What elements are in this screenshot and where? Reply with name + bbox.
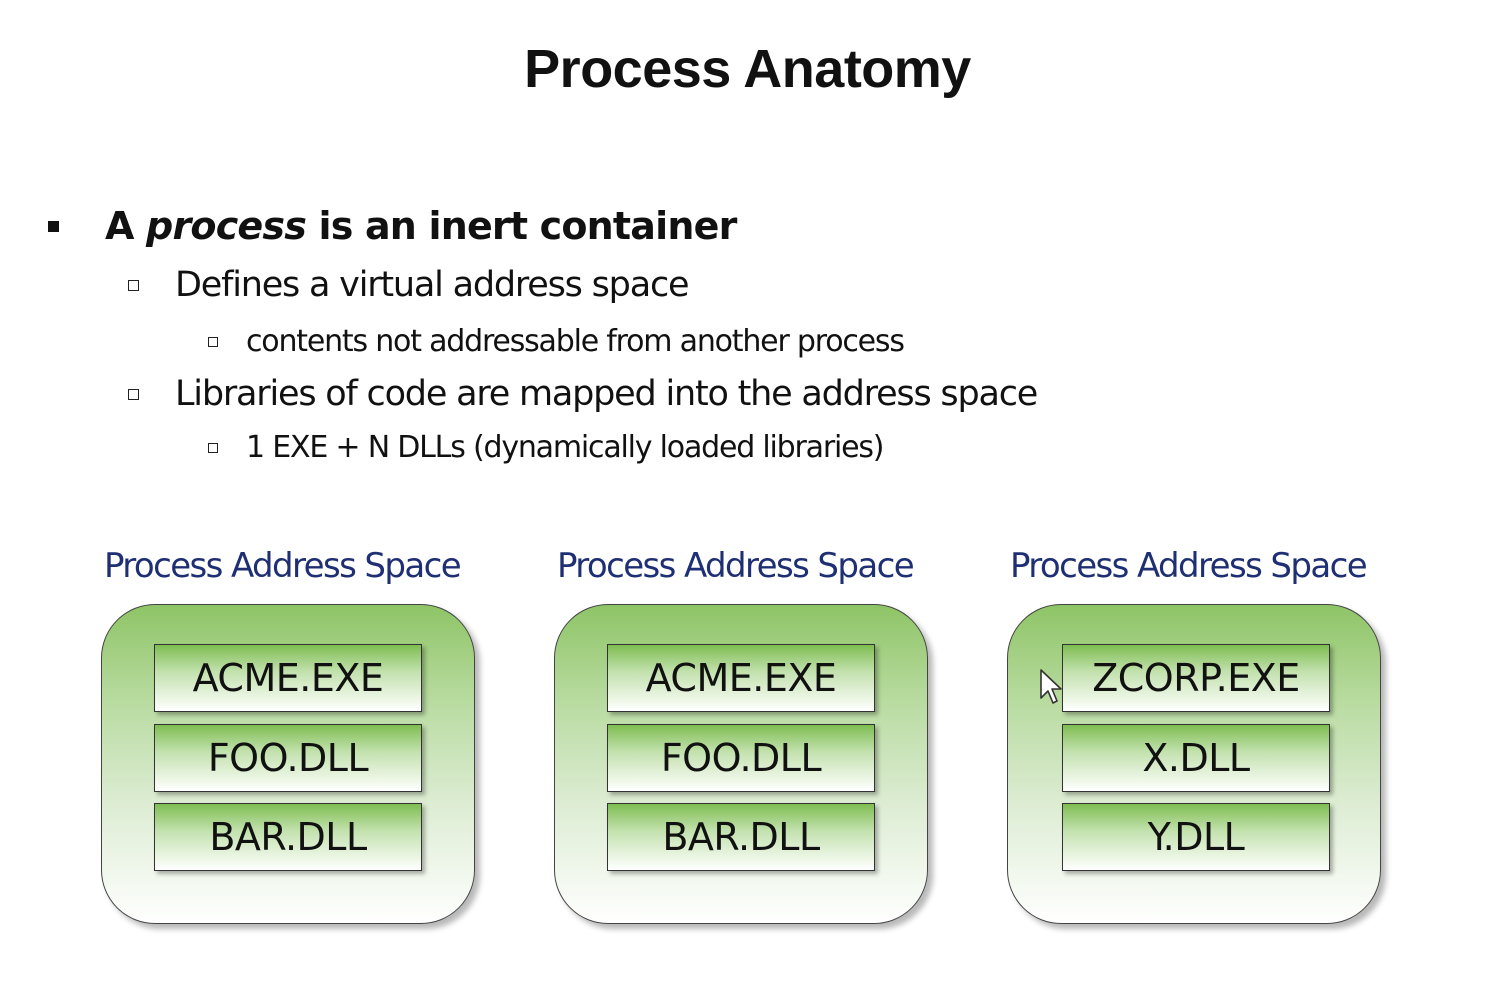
- bullet-main-italic: process: [146, 204, 307, 248]
- bullet-square-icon: [48, 220, 59, 232]
- bullet-main: A process is an inert container: [48, 204, 737, 248]
- bullet-open-square-icon: [208, 442, 218, 453]
- module-box: FOO.DLL: [607, 724, 875, 792]
- bullet-sub1-detail: contents not addressable from another pr…: [208, 324, 905, 359]
- bullet-open-square-icon: [128, 279, 139, 291]
- mouse-cursor-icon: [1040, 669, 1062, 704]
- bullet-main-post: is an inert container: [318, 204, 737, 248]
- bullet-sub1: Defines a virtual address space: [128, 265, 690, 305]
- slide-title: Process Anatomy: [524, 39, 971, 99]
- bullet-main-pre: A: [105, 204, 134, 248]
- address-space-label: Process Address Space: [1010, 546, 1368, 586]
- module-box: BAR.DLL: [154, 803, 422, 871]
- bullet-sub2: Libraries of code are mapped into the ad…: [128, 374, 1038, 414]
- module-box: ACME.EXE: [607, 644, 875, 712]
- bullet-sub2-text: Libraries of code are mapped into the ad…: [175, 374, 1038, 414]
- address-space-box: ACME.EXE FOO.DLL BAR.DLL: [101, 604, 475, 924]
- bullet-sub2-detail-text: 1 EXE + N DLLs (dynamically loaded libra…: [246, 430, 885, 465]
- module-box: ZCORP.EXE: [1062, 644, 1330, 712]
- module-box: FOO.DLL: [154, 724, 422, 792]
- bullet-sub1-detail-text: contents not addressable from another pr…: [246, 324, 905, 359]
- address-space-box: ACME.EXE FOO.DLL BAR.DLL: [554, 604, 928, 924]
- module-box: Y.DLL: [1062, 803, 1330, 871]
- bullet-open-square-icon: [208, 336, 218, 347]
- bullet-sub2-detail: 1 EXE + N DLLs (dynamically loaded libra…: [208, 430, 885, 465]
- module-box: ACME.EXE: [154, 644, 422, 712]
- module-box: BAR.DLL: [607, 803, 875, 871]
- address-space-label: Process Address Space: [557, 546, 915, 586]
- module-box: X.DLL: [1062, 724, 1330, 792]
- address-space-label: Process Address Space: [104, 546, 462, 586]
- bullet-sub1-text: Defines a virtual address space: [175, 265, 690, 305]
- address-space-box: ZCORP.EXE X.DLL Y.DLL: [1007, 604, 1381, 924]
- bullet-open-square-icon: [128, 388, 139, 400]
